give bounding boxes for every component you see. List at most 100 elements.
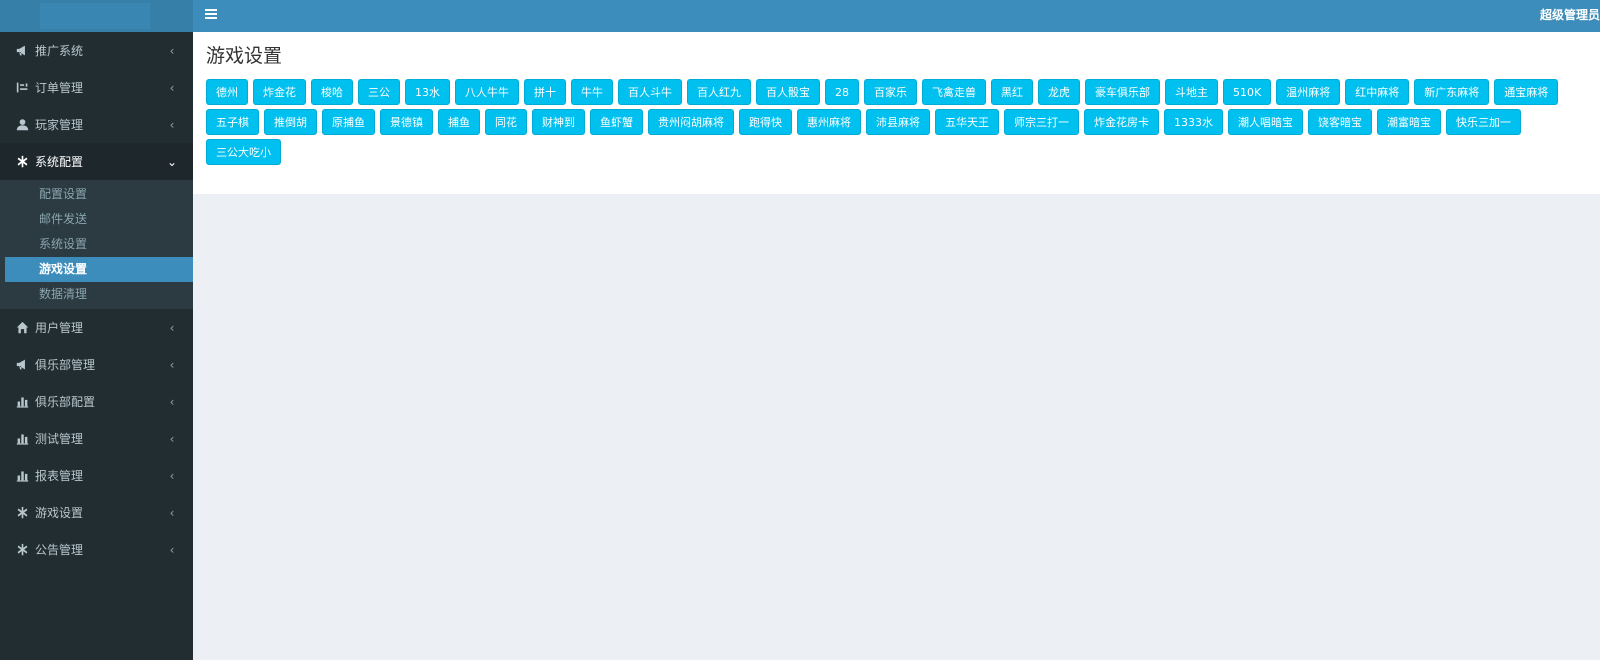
game-button[interactable]: 1333水	[1164, 109, 1223, 135]
sidebar-item-label: 系统配置	[35, 155, 84, 169]
game-button[interactable]: 百人斗牛	[618, 79, 682, 105]
sidebar-item-label: 玩家管理	[35, 118, 84, 132]
game-button[interactable]: 鱼虾蟹	[590, 109, 643, 135]
game-button[interactable]: 斗地主	[1165, 79, 1218, 105]
sidebar-item-label: 俱乐部管理	[35, 358, 96, 372]
game-button[interactable]: 惠州麻将	[797, 109, 861, 135]
tasks-icon	[15, 81, 29, 95]
game-button[interactable]: 贵州闷胡麻将	[648, 109, 734, 135]
user-name[interactable]: 超级管理员	[1539, 8, 1600, 22]
bullhorn-icon	[15, 44, 29, 58]
chevron-down-icon: ⌄	[167, 154, 178, 169]
sidebar-item-orders[interactable]: 订单管理 ‹	[0, 69, 193, 106]
game-button[interactable]: 原捕鱼	[322, 109, 375, 135]
sidebar-item-label: 公告管理	[35, 543, 84, 557]
game-button[interactable]: 三公	[358, 79, 400, 105]
asterisk-icon	[15, 543, 29, 557]
game-button[interactable]: 拼十	[524, 79, 566, 105]
game-button[interactable]: 梭哈	[311, 79, 353, 105]
sidebar-item-label: 报表管理	[35, 469, 84, 483]
game-button[interactable]: 捕鱼	[438, 109, 480, 135]
sidebar-item-promotion[interactable]: 推广系统 ‹	[0, 32, 193, 69]
game-button[interactable]: 饶客暗宝	[1308, 109, 1372, 135]
sidebar-item-system-config[interactable]: 系统配置 ⌄	[0, 143, 193, 180]
game-button[interactable]: 百人红九	[687, 79, 751, 105]
sidebar-item-club-config[interactable]: 俱乐部配置‹	[0, 383, 193, 420]
game-button[interactable]: 炸金花	[253, 79, 306, 105]
sidebar-item-label: 用户管理	[35, 321, 84, 335]
logo[interactable]	[0, 0, 193, 32]
sidebar-item-announcements[interactable]: 公告管理 ‹	[0, 531, 193, 568]
bar-chart-icon	[15, 469, 29, 483]
submenu-item[interactable]: 游戏设置	[5, 257, 193, 282]
bullhorn-icon	[15, 358, 29, 372]
game-button[interactable]: 五华天王	[935, 109, 999, 135]
game-button[interactable]: 德州	[206, 79, 248, 105]
game-button[interactable]: 师宗三打一	[1004, 109, 1079, 135]
game-button[interactable]: 红中麻将	[1345, 79, 1410, 105]
menu-toggle-icon[interactable]	[205, 9, 217, 21]
user-icon	[15, 118, 29, 132]
game-button[interactable]: 沛县麻将	[866, 109, 930, 135]
game-button[interactable]: 财神到	[532, 109, 585, 135]
chevron-left-icon: ‹	[169, 80, 175, 95]
game-button[interactable]: 龙虎	[1038, 79, 1080, 105]
submenu-item[interactable]: 系统设置	[39, 237, 88, 251]
game-button[interactable]: 八人牛牛	[455, 79, 519, 105]
home-icon	[15, 321, 29, 335]
chevron-left-icon: ‹	[169, 320, 175, 335]
sidebar-item-club-manage[interactable]: 俱乐部管理 ‹	[0, 346, 193, 383]
chevron-left-icon: ‹	[169, 431, 175, 446]
asterisk-icon	[15, 155, 29, 169]
submenu-item[interactable]: 邮件发送	[39, 212, 88, 226]
game-button[interactable]: 28	[825, 79, 859, 105]
sidebar-item-game-settings[interactable]: 游戏设置 ‹	[0, 494, 193, 531]
game-button[interactable]: 13水	[405, 79, 450, 105]
game-button[interactable]: 牛牛	[571, 79, 613, 105]
chevron-left-icon: ‹	[169, 394, 175, 409]
game-button[interactable]: 通宝麻将	[1494, 79, 1559, 105]
chevron-left-icon: ‹	[169, 505, 175, 520]
game-button[interactable]: 三公大吃小	[206, 139, 281, 165]
game-button[interactable]: 跑得快	[739, 109, 792, 135]
submenu-item[interactable]: 数据清理	[39, 287, 88, 301]
chevron-left-icon: ‹	[169, 43, 175, 58]
sidebar-item-users[interactable]: 用户管理 ‹	[0, 309, 193, 346]
game-button[interactable]: 豪车俱乐部	[1085, 79, 1160, 105]
game-button[interactable]: 百人骰宝	[756, 79, 820, 105]
game-button[interactable]: 黑红	[991, 79, 1033, 105]
header: 超级管理员	[193, 0, 1600, 32]
game-button[interactable]: 温州麻将	[1276, 79, 1341, 105]
game-button[interactable]: 快乐三加一	[1446, 109, 1521, 135]
chevron-left-icon: ‹	[169, 542, 175, 557]
sidebar-item-reports[interactable]: 报表管理 ‹	[0, 457, 193, 494]
game-button[interactable]: 飞禽走兽	[922, 79, 986, 105]
page-title: 游戏设置	[206, 45, 283, 67]
game-button[interactable]: 炸金花房卡	[1084, 109, 1159, 135]
bar-chart-icon	[15, 395, 29, 409]
sidebar-item-label: 测试管理	[35, 432, 84, 446]
game-button[interactable]: 同花	[485, 109, 527, 135]
sidebar-item-players[interactable]: 玩家管理‹	[0, 106, 193, 143]
submenu-item[interactable]: 配置设置	[39, 187, 88, 201]
sidebar-menu: 推广系统‹订单管理‹玩家管理‹系统配置⌄配置设置邮件发送系统设置游戏设置数据清理…	[0, 32, 193, 568]
asterisk-icon	[15, 506, 29, 520]
game-button[interactable]: 潮人唱暗宝	[1228, 109, 1303, 135]
game-button[interactable]: 五子棋	[206, 109, 259, 135]
game-button[interactable]: 推倒胡	[264, 109, 317, 135]
submenu-system-config: 配置设置邮件发送系统设置游戏设置数据清理	[0, 180, 193, 309]
game-button[interactable]: 潮富暗宝	[1377, 109, 1441, 135]
sidebar-item-label: 游戏设置	[35, 506, 84, 520]
sidebar-item-label: 推广系统	[35, 44, 84, 58]
chevron-left-icon: ‹	[169, 357, 175, 372]
sidebar-item-test[interactable]: 测试管理 ‹	[0, 420, 193, 457]
game-button[interactable]: 510K	[1223, 79, 1272, 105]
sidebar: 推广系统‹订单管理‹玩家管理‹系统配置⌄配置设置邮件发送系统设置游戏设置数据清理…	[0, 0, 193, 660]
game-button[interactable]: 景德镇	[380, 109, 433, 135]
game-button[interactable]: 百家乐	[864, 79, 917, 105]
sidebar-item-label: 订单管理	[35, 81, 84, 95]
game-button[interactable]: 新广东麻将	[1414, 79, 1490, 105]
chevron-left-icon: ‹	[169, 468, 175, 483]
